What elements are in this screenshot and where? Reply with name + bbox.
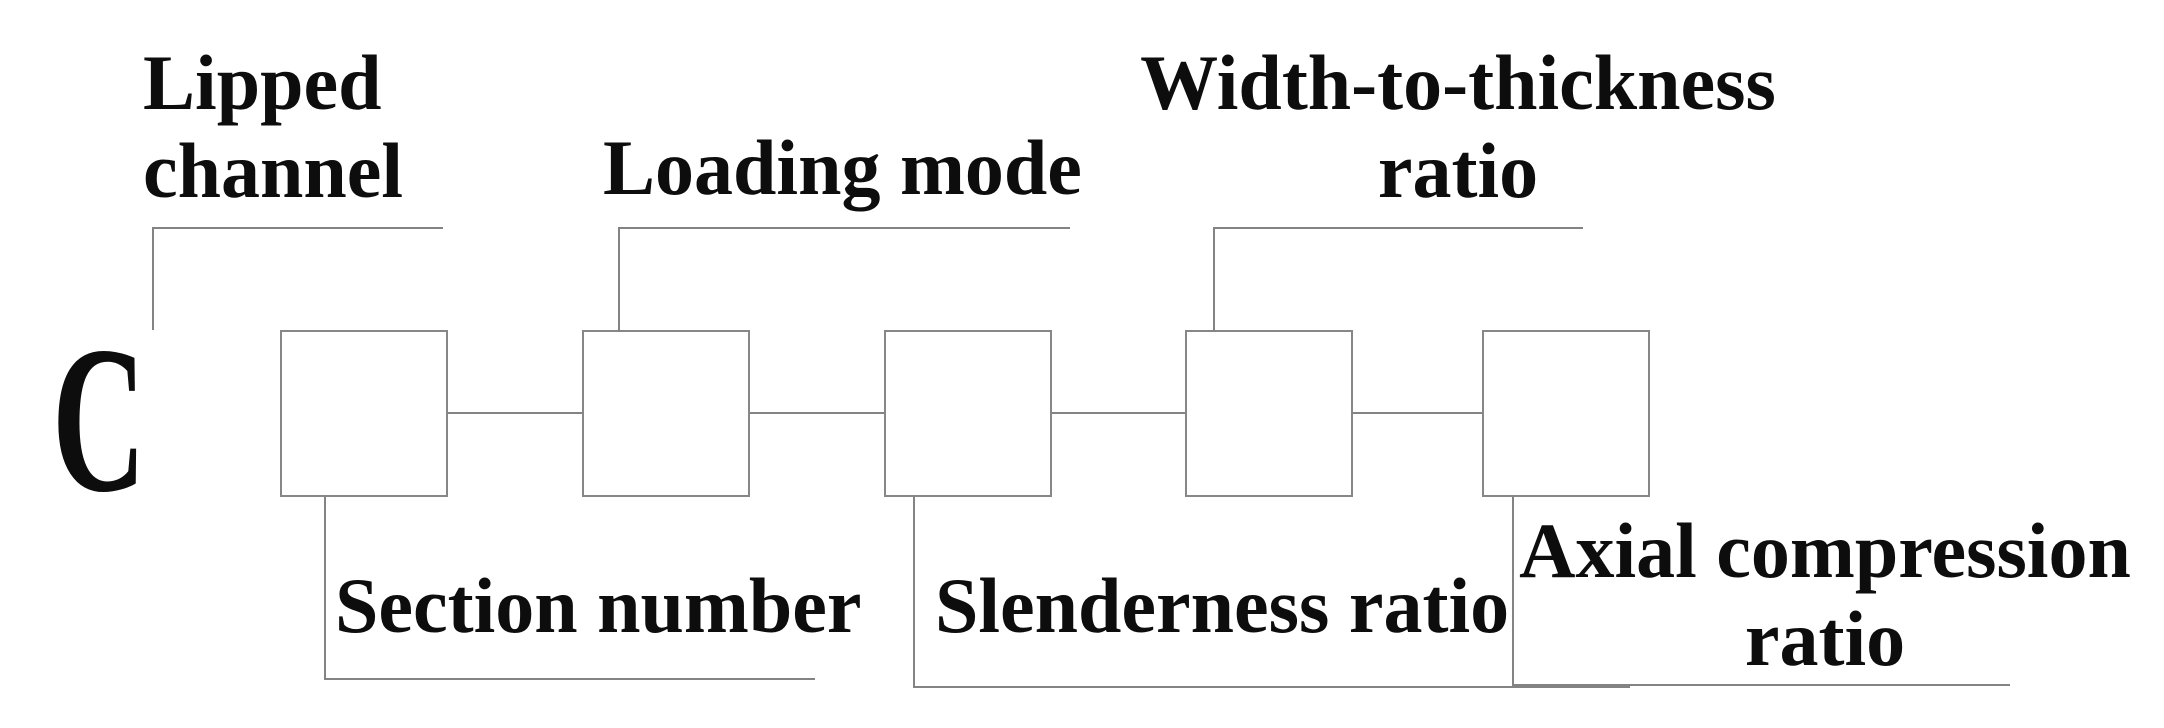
leader-loading-mode-drop [618, 227, 620, 332]
leader-lipped-channel-drop [152, 227, 154, 330]
leader-axial-compression-rail [1512, 684, 2010, 686]
label-lipped-channel-line1: Lipped [143, 39, 382, 126]
label-width-to-thickness-line1: Width-to-thickness [1140, 39, 1776, 126]
label-width-to-thickness-ratio: Width-to-thickness ratio [1108, 39, 1808, 215]
label-axial-compression-ratio: Axial compression ratio [1495, 507, 2155, 683]
label-lipped-channel-line2: channel [143, 127, 404, 214]
prefix-letter: C [52, 304, 147, 536]
leader-slenderness-ratio-rail [913, 686, 1630, 688]
leader-section-number-rail [324, 678, 815, 680]
connector-box2-box3 [750, 412, 884, 414]
code-box-loading-mode [582, 330, 750, 497]
leader-lipped-channel-rail [152, 227, 443, 229]
leader-axial-compression-drop [1512, 496, 1514, 686]
label-axial-compression-line2: ratio [1744, 595, 1906, 682]
code-box-axial-compression [1482, 330, 1650, 497]
label-slenderness-ratio: Slenderness ratio [935, 562, 1510, 649]
leader-width-to-thickness-drop [1213, 227, 1215, 332]
connector-box3-box4 [1052, 412, 1185, 414]
code-box-width-to-thickness [1185, 330, 1353, 497]
leader-section-number-drop [324, 496, 326, 680]
label-axial-compression-line1: Axial compression [1519, 507, 2131, 594]
connector-box4-box5 [1351, 412, 1482, 414]
label-loading-mode: Loading mode [603, 124, 1082, 211]
label-lipped-channel: Lipped channel [143, 39, 403, 215]
leader-width-to-thickness-rail [1213, 227, 1583, 229]
code-box-slenderness-ratio [884, 330, 1052, 497]
leader-loading-mode-rail [618, 227, 1070, 229]
code-box-section-number [280, 330, 448, 497]
connector-box1-box2 [448, 412, 582, 414]
leader-slenderness-ratio-drop [913, 496, 915, 688]
label-width-to-thickness-line2: ratio [1377, 127, 1539, 214]
label-section-number: Section number [335, 562, 862, 649]
